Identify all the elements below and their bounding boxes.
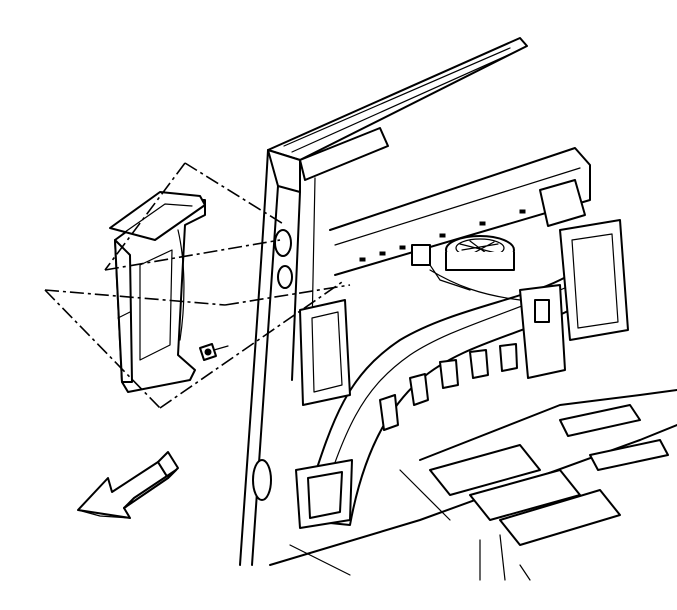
air-duct-panel [109,191,206,393]
duct-ribs [379,343,518,431]
ventilation-duct [295,259,611,529]
direction-arrow [77,451,179,519]
pillar-hole-lower [277,265,293,289]
back-panel [329,147,591,276]
alignment-lines [44,162,351,409]
pillar-hole-upper [274,229,292,257]
roof-rail [267,37,528,193]
wiring-harness [411,219,629,379]
pillar-hole-bottom [252,459,272,501]
speaker [445,235,515,271]
rear-floor-assembly [269,389,677,581]
fastener-bolt [199,343,229,361]
body-pillar [239,149,316,566]
